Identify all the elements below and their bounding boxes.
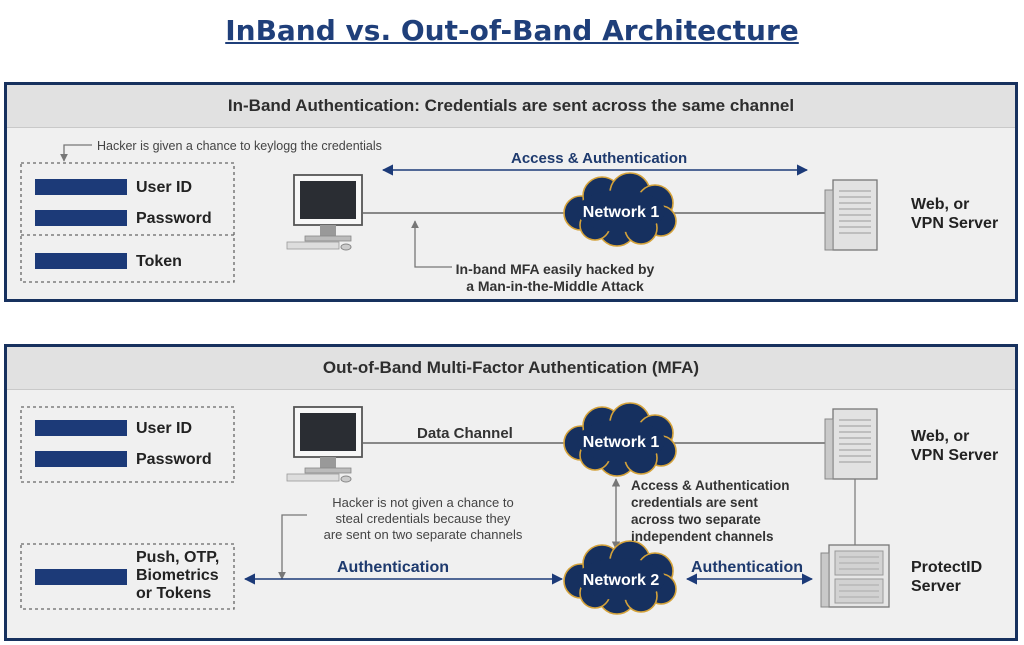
second-factor-bar xyxy=(35,569,127,585)
network-1-label-2: Network 1 xyxy=(583,434,660,451)
data-channel-label: Data Channel xyxy=(417,425,513,442)
field-user-id: User ID xyxy=(136,179,193,196)
field-user-id-2: User ID xyxy=(136,420,193,437)
credentials-box xyxy=(20,162,235,283)
hacker-not-given-note: Hacker is not given a chance to steal cr… xyxy=(323,495,523,542)
authentication-label-left: Authentication xyxy=(337,559,449,576)
network-1-cloud: Network 1 xyxy=(563,172,677,247)
field-password-2: Password xyxy=(136,451,212,468)
outofband-panel: Out-of-Band Multi-Factor Authentication … xyxy=(4,344,1018,641)
field-password: Password xyxy=(136,210,212,227)
monitor-icon-2 xyxy=(286,406,363,483)
monitor-icon xyxy=(286,174,363,251)
second-factor-label: Push, OTP, Biometrics or Tokens xyxy=(136,549,220,602)
password-bar-2 xyxy=(35,451,127,467)
network-2-cloud: Network 2 xyxy=(563,540,677,615)
inband-diagram: Network 1 xyxy=(20,144,878,283)
network-1-label: Network 1 xyxy=(583,204,660,221)
access-auth-label: Access & Authentication xyxy=(511,150,688,167)
web-server-icon xyxy=(824,179,878,251)
outofband-header: Out-of-Band Multi-Factor Authentication … xyxy=(7,347,1015,390)
token-bar xyxy=(35,253,127,269)
network-2-label: Network 2 xyxy=(583,572,660,589)
field-token: Token xyxy=(136,253,182,270)
separate-channels-note: Access & Authentication credentials are … xyxy=(631,478,790,544)
authentication-label-right: Authentication xyxy=(691,559,803,576)
hacker-keylog-note: Hacker is given a chance to keylogg the … xyxy=(97,139,382,153)
password-bar xyxy=(35,210,127,226)
protectid-server-icon xyxy=(820,544,890,608)
user-id-bar-2 xyxy=(35,420,127,436)
network-1-cloud-2: Network 1 xyxy=(563,402,677,477)
web-server-icon-2 xyxy=(824,408,878,480)
page-title: InBand vs. Out-of-Band Architecture xyxy=(225,14,799,47)
inband-panel: In-Band Authentication: Credentials are … xyxy=(4,82,1018,302)
user-id-bar xyxy=(35,179,127,195)
inband-header: In-Band Authentication: Credentials are … xyxy=(7,85,1015,128)
hacker-pointer xyxy=(60,144,92,162)
primary-credentials-box xyxy=(20,406,235,483)
web-server-label: Web, or VPN Server xyxy=(911,196,999,232)
mitm-pointer xyxy=(411,220,452,268)
web-server-label-2: Web, or VPN Server xyxy=(911,428,999,464)
outofband-diagram: Network 1 Network 2 xyxy=(20,402,890,615)
hacker-pointer-2 xyxy=(278,514,307,580)
protectid-server-label: ProtectID Server xyxy=(911,559,983,595)
mitm-note: In-band MFA easily hacked by a Man-in-th… xyxy=(455,261,655,294)
second-factor-box xyxy=(20,543,235,610)
